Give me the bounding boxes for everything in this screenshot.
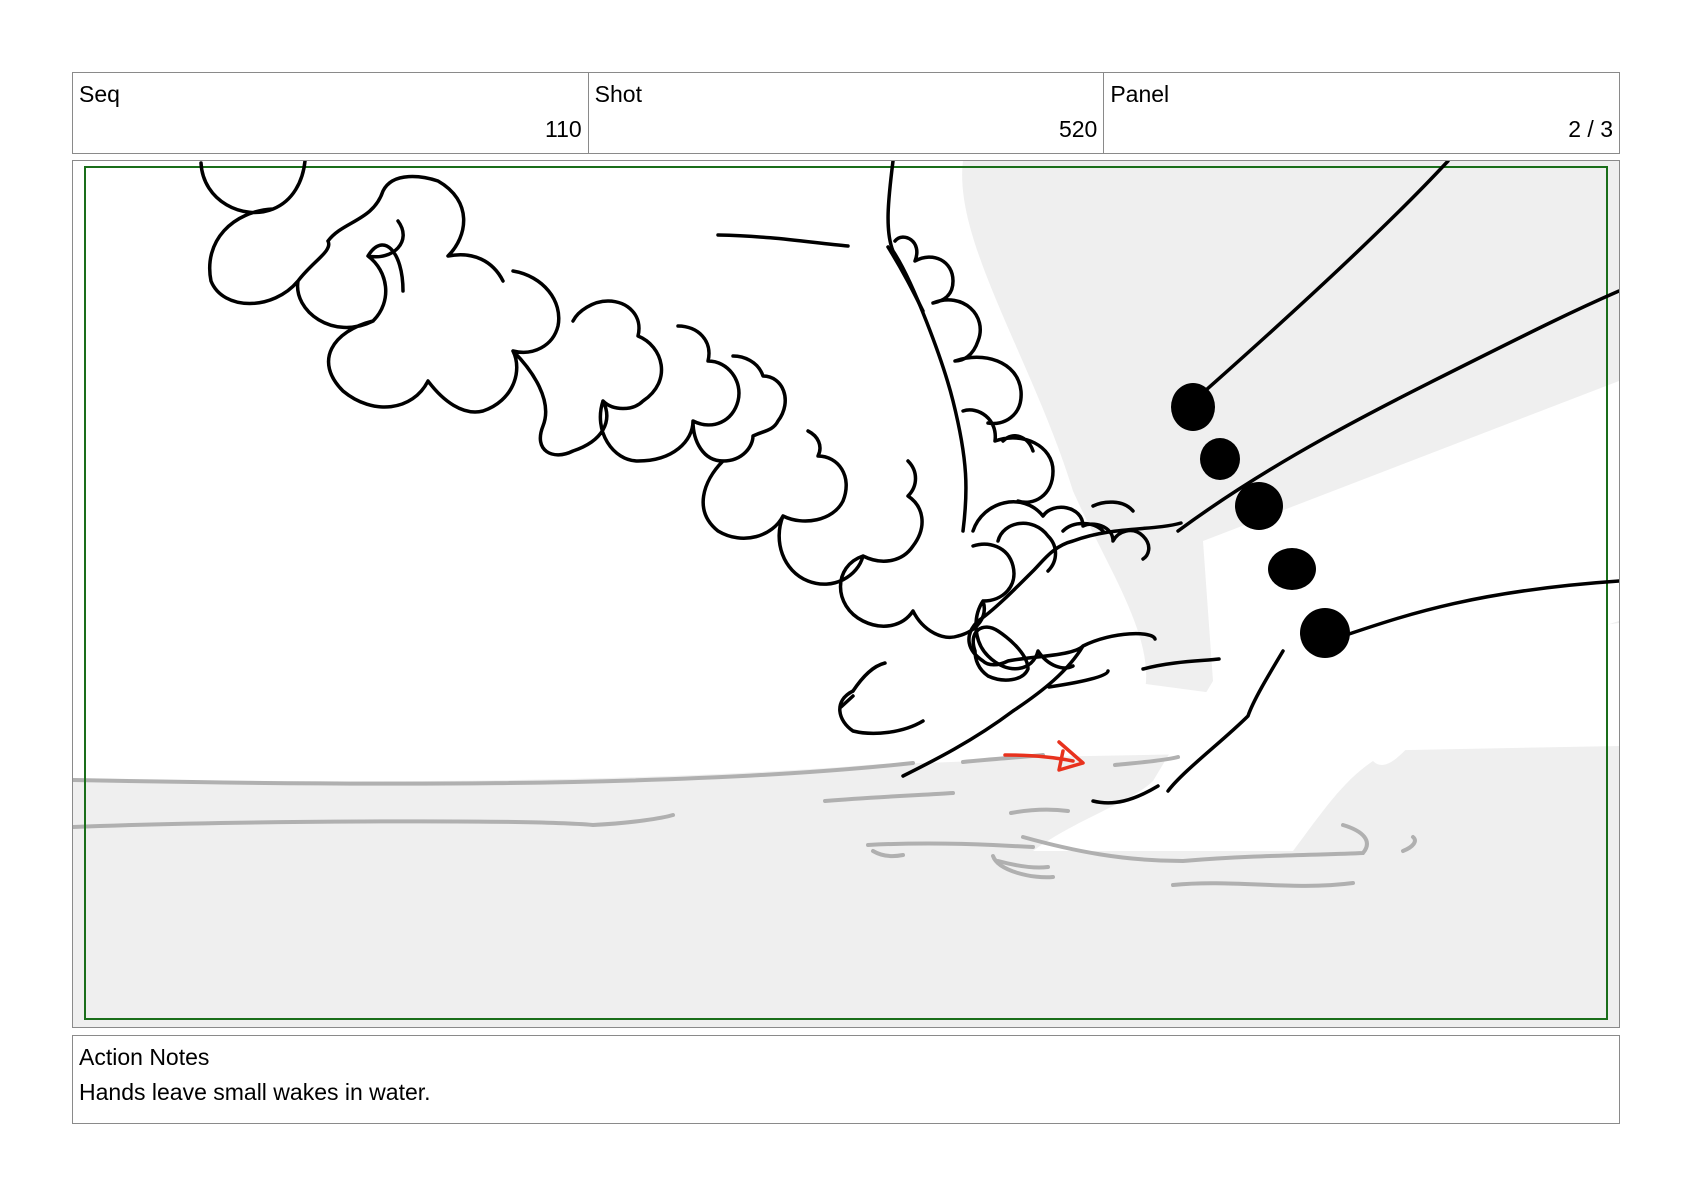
shot-value: 520 (1058, 116, 1098, 142)
figure-body (193, 161, 1147, 765)
sleeve-line-mid (1176, 289, 1619, 533)
panel-cell: Panel 2 / 3 (1104, 73, 1619, 153)
safe-area-frame (84, 166, 1608, 1020)
panel-label: Panel (1110, 81, 1170, 107)
shot-label: Shot (594, 81, 642, 107)
sleeve-line-top (1186, 161, 1450, 408)
storyboard-drawing (73, 161, 1619, 1027)
panel-value: 2 / 3 (1568, 116, 1614, 142)
seq-label: Seq (79, 81, 120, 107)
shoulder-contour (886, 161, 968, 533)
storyboard-frame (72, 160, 1620, 1028)
direction-arrow (1003, 740, 1085, 772)
seq-value: 110 (545, 116, 582, 142)
bead-1 (1171, 383, 1215, 431)
bead-3 (1235, 482, 1283, 530)
action-notes-label: Action Notes (79, 1044, 210, 1070)
water-lines (73, 753, 1417, 888)
chin-line (851, 661, 887, 693)
lap-edge (839, 694, 855, 709)
ink-lines (199, 161, 1619, 805)
brow-line (716, 233, 850, 248)
hand-front-edge (1091, 784, 1160, 805)
panel-header: Seq 110 Shot 520 Panel 2 / 3 (72, 72, 1620, 154)
arm-under (838, 689, 925, 736)
seq-cell: Seq 110 (73, 73, 589, 153)
action-notes: Action Notes Hands leave small wakes in … (72, 1035, 1620, 1124)
action-notes-text: Hands leave small wakes in water. (79, 1079, 431, 1105)
garland-puffs (971, 500, 1151, 573)
shot-cell: Shot 520 (589, 73, 1105, 153)
bead-5 (1300, 608, 1350, 658)
hand-outline (901, 521, 1183, 778)
bead-4 (1268, 548, 1316, 590)
hand-lower-edge (1166, 649, 1285, 793)
thumbnail (971, 625, 1030, 682)
water-surface (73, 746, 1619, 1027)
bracelet (1171, 383, 1350, 658)
garland (199, 161, 1075, 671)
bead-2 (1200, 438, 1240, 480)
forearm-lower (1141, 657, 1221, 671)
garland-back (893, 235, 1055, 504)
wrist-line (1341, 579, 1619, 638)
shoulder-contour-2 (886, 245, 925, 313)
